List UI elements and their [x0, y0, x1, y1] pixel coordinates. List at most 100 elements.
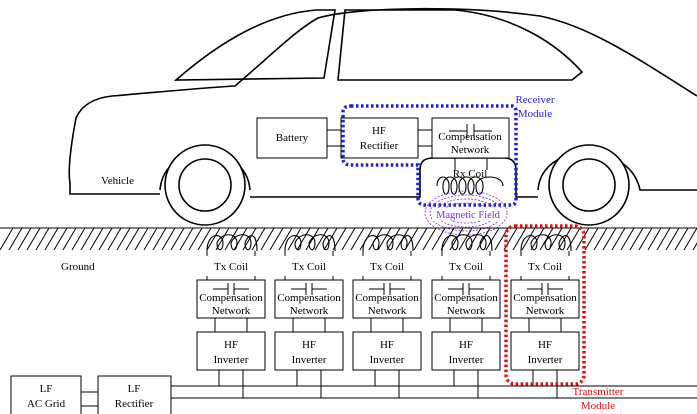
magnetic-field-label-bg — [432, 208, 504, 221]
lf-rectifier-box — [97, 375, 172, 414]
ground-hatch — [422, 227, 437, 251]
hf-inverter-label-1b: Inverter — [214, 354, 249, 366]
ground-hatch — [341, 227, 356, 251]
rx-wires — [327, 129, 488, 170]
transmitter-module-outline — [504, 224, 586, 386]
ground-hatch — [539, 227, 554, 251]
tx-coil-label-1: Tx Coil — [214, 261, 248, 273]
hf-inverter-label-5a: HF — [538, 339, 552, 351]
vehicle-label: Vehicle — [101, 175, 134, 187]
ground-hatch — [377, 227, 392, 251]
ground-hatch — [674, 227, 689, 251]
ground-hatch — [143, 227, 158, 251]
lf-ac-grid-label-2: AC Grid — [27, 398, 66, 410]
rx-compensation-label-1: Compensation — [438, 131, 502, 143]
tx-compensation-box-1 — [196, 279, 266, 319]
front-wheel — [164, 144, 246, 226]
hf-inverter-box-3 — [352, 331, 422, 371]
tx-compensation-box-3 — [352, 279, 422, 319]
ground-hatch — [287, 227, 302, 251]
tx-unit-4: Tx Coil Compensation Network HF Inverter — [431, 261, 501, 371]
ground-hatch — [89, 227, 104, 251]
ground-hatch — [161, 227, 176, 251]
ground-hatch — [413, 227, 428, 251]
tx-coil-label-5: Tx Coil — [528, 261, 562, 273]
hf-inverter-label-2a: HF — [302, 339, 316, 351]
tx-coils-and-wiring — [206, 234, 572, 398]
ground-hatch — [530, 227, 545, 251]
tx-compensation-label-3b: Network — [368, 305, 407, 317]
ground-hatch — [44, 227, 59, 251]
hf-inverter-label-3b: Inverter — [370, 354, 405, 366]
hf-rectifier-label-1: HF — [372, 125, 386, 137]
dc-bus — [81, 385, 697, 407]
rx-compensation-box — [431, 117, 510, 159]
ground-hatch — [665, 227, 680, 251]
hf-inverter-box-2 — [274, 331, 344, 371]
tx-coil-icon-1 — [206, 234, 258, 252]
lf-rectifier-label-1: LF — [128, 383, 141, 395]
ground-hatch — [71, 227, 86, 251]
rx-coil-icon — [436, 176, 504, 195]
ground-hatch — [0, 227, 14, 251]
ground-hatch — [467, 227, 482, 251]
tx-compensation-label-1a: Compensation — [199, 292, 263, 304]
rx-capacitor-icon — [449, 124, 492, 138]
lf-rectifier-label-2: Rectifier — [115, 398, 154, 410]
magnetic-field-label: Magnetic Field — [436, 210, 501, 221]
tx-coil-icon-3 — [362, 234, 414, 252]
ground-label: Ground — [61, 261, 95, 273]
tx-compensation-box-2 — [274, 279, 344, 319]
receiver-module-label-1: Receiver — [515, 94, 554, 106]
ground-hatch — [431, 227, 446, 251]
ground-hatch — [35, 227, 50, 251]
ground-hatch — [269, 227, 284, 251]
tx-compensation-label-3a: Compensation — [355, 292, 419, 304]
ground-hatch — [80, 227, 95, 251]
tx-coil-icon-4 — [441, 234, 493, 252]
ground-hatch — [350, 227, 365, 251]
tx-compensation-label-2b: Network — [290, 305, 329, 317]
hf-inverter-label-1a: HF — [224, 339, 238, 351]
ground-hatch — [566, 227, 581, 251]
hf-inverter-box-1 — [196, 331, 266, 371]
tx-unit-2: Tx Coil Compensation Network HF Inverter — [274, 261, 344, 371]
transmitter-module-label-1: Transmitter — [573, 386, 624, 398]
tx-compensation-label-5a: Compensation — [513, 292, 577, 304]
lf-ac-grid-label-1: LF — [40, 383, 53, 395]
ground-hatch — [305, 227, 320, 251]
ground-hatch — [458, 227, 473, 251]
ground-hatch — [98, 227, 113, 251]
hf-rectifier-label-2: Rectifier — [360, 140, 399, 152]
receiver-module-outline — [341, 104, 518, 207]
tx-coil-label-2: Tx Coil — [292, 261, 326, 273]
ground-hatch — [296, 227, 311, 251]
lf-ac-grid-box — [10, 375, 82, 414]
ground-hatch — [593, 227, 608, 251]
rear-wheel — [548, 144, 630, 226]
ground-hatch — [692, 242, 697, 251]
battery-box — [256, 117, 328, 159]
ground-hatch — [62, 227, 77, 251]
ground-hatch — [53, 227, 68, 251]
ground-hatch — [26, 227, 41, 251]
ground-hatch — [575, 227, 590, 251]
tx-unit-1: Tx Coil Compensation Network HF Inverter — [196, 261, 266, 371]
ground-hatch — [647, 227, 662, 251]
tx-compensation-label-4a: Compensation — [434, 292, 498, 304]
ground-hatch — [206, 227, 221, 251]
tx-unit-3: Tx Coil Compensation Network HF Inverter — [352, 261, 422, 371]
ground-hatch — [170, 227, 185, 251]
ground-hatch — [17, 227, 32, 251]
ground-hatch — [152, 227, 167, 251]
tx-coil-icon-2 — [284, 234, 336, 252]
ground-hatch — [197, 227, 212, 251]
ground-hatch — [116, 227, 131, 251]
ground-hatch — [134, 227, 149, 251]
ground-hatch — [314, 227, 329, 251]
ground-hatch — [260, 227, 275, 251]
ground-hatch — [8, 227, 23, 251]
rx-compensation-label-2: Network — [451, 144, 490, 156]
hf-rectifier-box — [340, 117, 419, 159]
ground-hatch — [224, 227, 239, 251]
